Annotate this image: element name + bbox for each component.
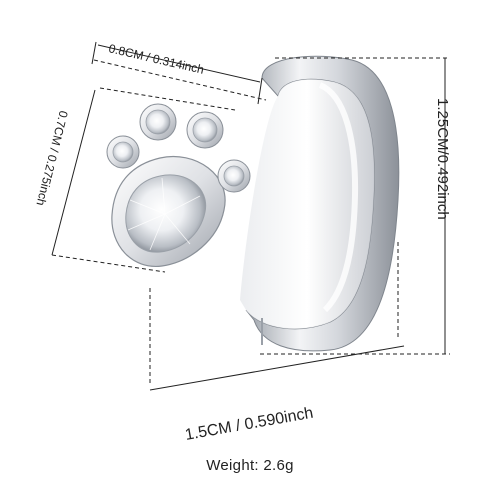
hoop [240, 55, 400, 352]
weight-label: Weight: 2.6g [206, 457, 294, 474]
paw-width-label: 0.8CM / 0.314inch [107, 41, 205, 77]
paw-height-label: 0.7CM / 0.275inch [34, 109, 71, 207]
toe-stones [106, 103, 251, 193]
hoop-width-label: 1.5CM / 0.590inch [184, 405, 315, 444]
dimension-lines [51, 41, 450, 391]
hoop-height-label: 1.25CM/0.492inch [434, 98, 451, 220]
paw-charm [106, 103, 251, 267]
